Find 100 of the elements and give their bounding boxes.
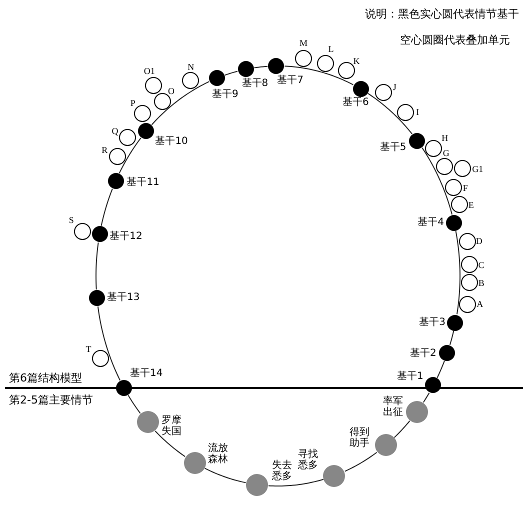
hollow-circle-node bbox=[450, 196, 468, 214]
solid-circle-node bbox=[108, 172, 124, 189]
node-label: 基干13 bbox=[106, 292, 140, 304]
cycle-line bbox=[100, 188, 113, 226]
section-label: 第6篇结构模型 bbox=[9, 372, 82, 384]
node-label: 基干12 bbox=[110, 231, 142, 244]
hollow-circle-node bbox=[338, 62, 355, 80]
hollow-circle-node bbox=[460, 256, 478, 274]
letter-label: G1 bbox=[472, 164, 484, 174]
letter-label: J bbox=[392, 82, 396, 92]
cycle-line bbox=[154, 430, 186, 458]
event-label: 得到助手 bbox=[350, 427, 371, 450]
hollow-circle-node bbox=[375, 84, 392, 102]
cycle-line bbox=[96, 242, 99, 290]
event-label: 失去悉多 bbox=[272, 460, 294, 482]
hollow-circle-node bbox=[295, 50, 312, 67]
cycle-line bbox=[151, 81, 210, 126]
cycle-line bbox=[436, 360, 445, 378]
node-label: 基干1 bbox=[396, 371, 424, 384]
legend-note: 说明：黑色实心圆代表情节基干 bbox=[365, 8, 519, 20]
hollow-circle-node bbox=[444, 179, 462, 196]
hollow-circle-node bbox=[458, 232, 476, 250]
node-label: 基干9 bbox=[212, 89, 238, 102]
section-label: 第2-5篇主要情节 bbox=[9, 394, 93, 406]
letter-label: S bbox=[68, 215, 74, 226]
shaded-circle-node bbox=[136, 411, 159, 434]
node-label: 基干11 bbox=[126, 176, 160, 189]
hollow-circle-node bbox=[154, 92, 171, 110]
hollow-circle-node bbox=[436, 158, 453, 176]
shaded-circle-node bbox=[184, 452, 206, 474]
letter-label: Q bbox=[112, 126, 118, 136]
solid-circle-node bbox=[268, 58, 284, 74]
solid-circle-node bbox=[409, 132, 426, 149]
hollow-circle-node bbox=[92, 350, 110, 367]
solid-circle-node bbox=[88, 290, 105, 306]
letter-label: F bbox=[462, 182, 468, 193]
solid-circle-node bbox=[425, 377, 442, 394]
letter-label: G bbox=[442, 148, 450, 158]
node-label: 基干3 bbox=[419, 316, 446, 329]
event-label: 流放森林 bbox=[208, 442, 229, 465]
solid-circle-node bbox=[92, 226, 108, 242]
cycle-line bbox=[284, 66, 354, 86]
hollow-circle-node bbox=[182, 72, 200, 90]
cycle-line bbox=[268, 478, 324, 486]
node-label: 基干5 bbox=[380, 142, 406, 154]
node-label: 基干6 bbox=[342, 96, 369, 109]
letter-label: T bbox=[86, 344, 92, 354]
letter-label: A bbox=[476, 299, 484, 310]
event-label: 罗摩失国 bbox=[162, 415, 183, 438]
hollow-circle-node bbox=[144, 76, 162, 94]
shaded-circle-node bbox=[374, 434, 397, 456]
letter-label: E bbox=[468, 200, 474, 210]
letter-label: O1 bbox=[144, 66, 155, 76]
cycle-line bbox=[254, 66, 268, 68]
cycle-line bbox=[449, 330, 454, 346]
letter-label: P bbox=[130, 98, 136, 108]
cycle-line bbox=[367, 92, 413, 134]
solid-circle-node bbox=[116, 380, 132, 396]
shaded-circle-node bbox=[406, 400, 428, 423]
node-label: 基干10 bbox=[155, 136, 188, 148]
hollow-circle-node bbox=[317, 54, 334, 72]
letter-label: I bbox=[416, 107, 420, 118]
solid-circle-node bbox=[238, 61, 254, 78]
letter-label: M bbox=[300, 38, 308, 48]
cycle-line bbox=[455, 230, 460, 315]
hollow-circle-node bbox=[454, 160, 472, 178]
cycle-line bbox=[118, 137, 142, 174]
cycle-line bbox=[394, 420, 410, 438]
letter-label: C bbox=[478, 260, 484, 270]
hollow-circle-node bbox=[134, 105, 152, 122]
cycle-line bbox=[422, 147, 452, 215]
node-label: 基干14 bbox=[130, 368, 163, 380]
cycle-line bbox=[224, 70, 238, 76]
letter-label: K bbox=[353, 56, 360, 66]
letter-label: O bbox=[168, 86, 174, 96]
hollow-circle-node bbox=[425, 140, 442, 157]
event-label: 寻找悉多 bbox=[298, 448, 320, 471]
hollow-circle-node bbox=[397, 104, 414, 121]
cycle-line bbox=[128, 394, 141, 414]
solid-circle-node bbox=[439, 344, 456, 361]
solid-circle-node bbox=[352, 80, 369, 97]
shaded-circle-node bbox=[246, 474, 268, 496]
cycle-line bbox=[97, 306, 121, 381]
hollow-circle-node bbox=[74, 222, 91, 240]
letter-label: L bbox=[328, 44, 334, 54]
hollow-circle-node bbox=[460, 274, 478, 292]
legend-note: 空心圆圈代表叠加单元 bbox=[400, 34, 510, 46]
solid-circle-node bbox=[446, 214, 462, 231]
cycle-line bbox=[422, 392, 430, 403]
cycle-line bbox=[344, 452, 378, 472]
node-label: 基干2 bbox=[410, 348, 436, 360]
node-label: 基干4 bbox=[418, 216, 444, 229]
hollow-circle-node bbox=[119, 129, 136, 146]
hollow-circle-node bbox=[109, 148, 126, 164]
hollow-circle-node bbox=[459, 296, 476, 313]
shaded-circle-node bbox=[323, 464, 346, 487]
solid-circle-node bbox=[447, 314, 464, 331]
event-label: 率军出征 bbox=[382, 396, 404, 418]
letter-label: N bbox=[188, 62, 194, 72]
letter-label: B bbox=[478, 278, 484, 288]
